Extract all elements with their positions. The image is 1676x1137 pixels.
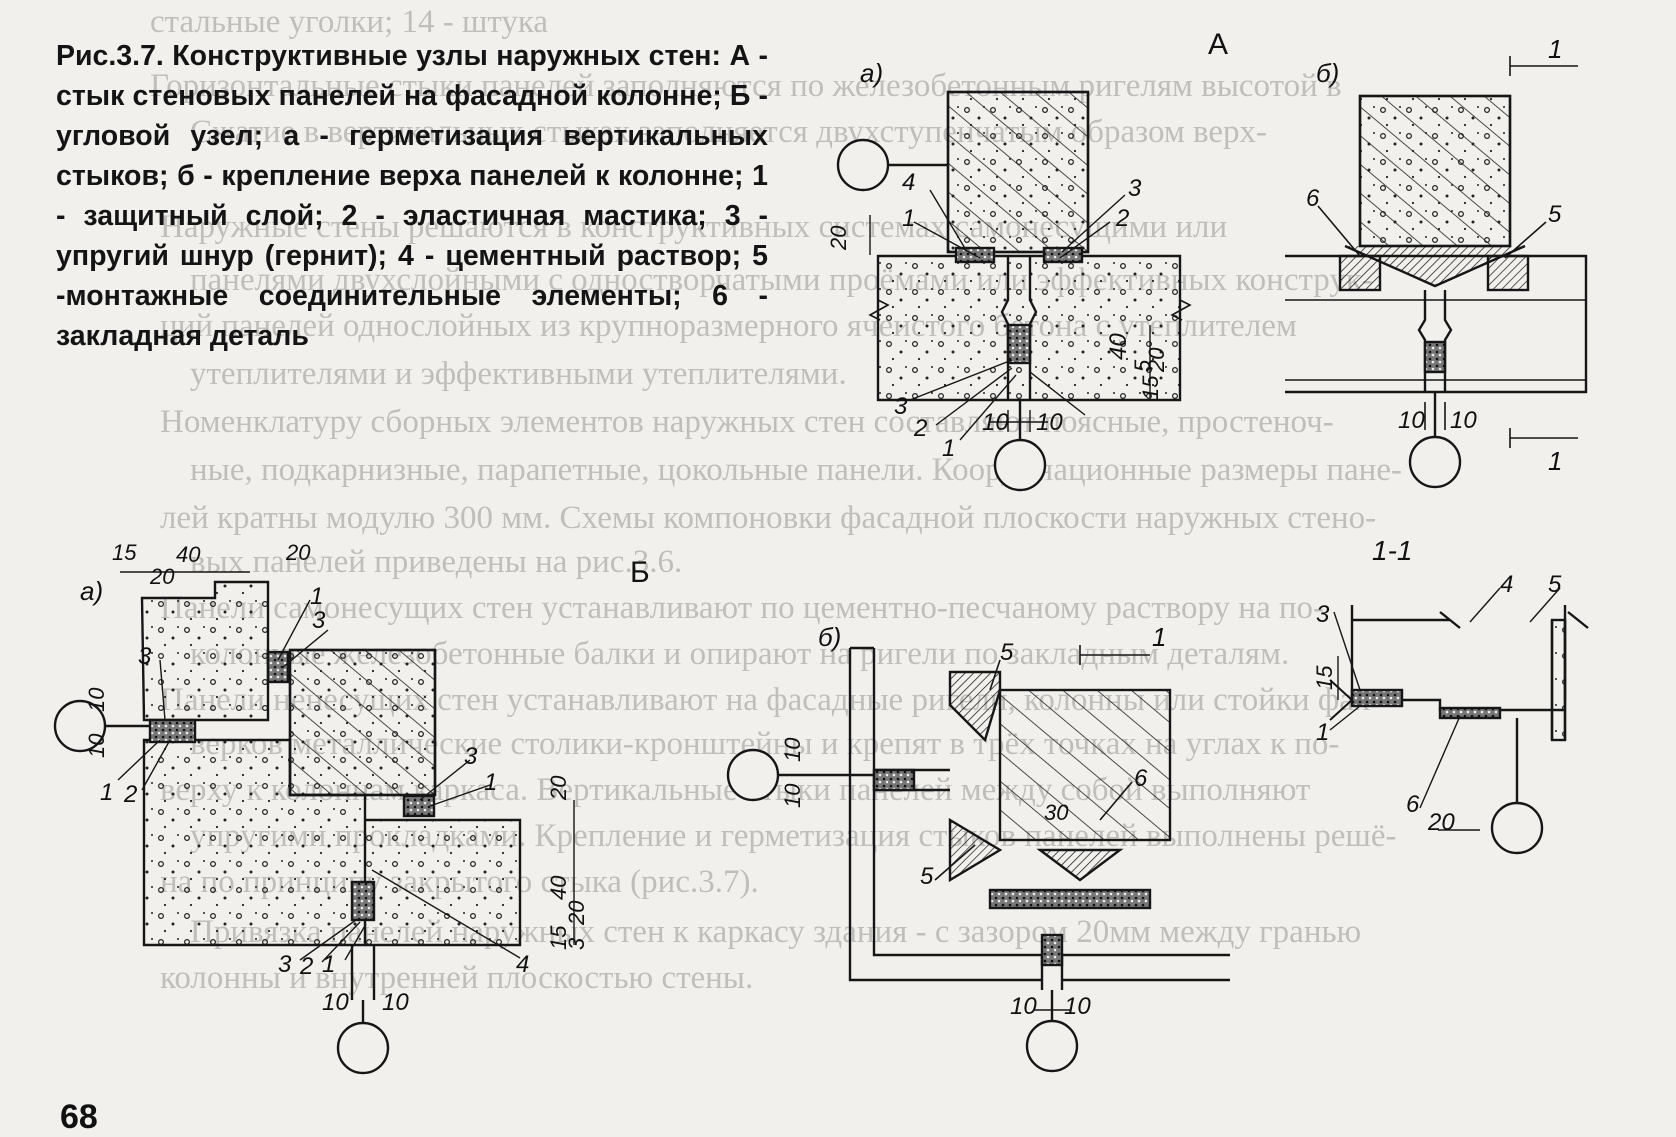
labels-A-a: А а) 4 3 1 2 20 40 15 5 20 3 2 1 10 10 [826, 28, 1228, 462]
dim-20-1-1: 20 [1427, 809, 1455, 836]
leader-3b-B-a: 3 [138, 643, 152, 670]
page-number: 68 [60, 1098, 98, 1136]
leader-1b-A-a: 1 [942, 435, 955, 462]
leader-6-B-b: 6 [1134, 765, 1148, 792]
leader-3-1-1: 3 [1316, 601, 1330, 628]
dim-10b-B-a: 10 [84, 733, 109, 758]
dim-20b-B-a: 20 [285, 540, 311, 565]
leader-2-A-a: 2 [1115, 205, 1129, 232]
dim-20d-B-a: 20 [564, 900, 589, 926]
leader-5-1-1: 5 [1548, 571, 1562, 598]
leader-1d-B-a: 1 [484, 769, 497, 796]
dim-15b-B-a: 15 [546, 925, 571, 950]
dim-30-B-b: 30 [1044, 800, 1069, 825]
detail-A-a [836, 90, 1192, 492]
figure-caption: Рис.3.7. Конструктивные узлы наружных ст… [56, 36, 768, 356]
dim-5-A-a: 5 [1130, 359, 1155, 372]
dim-20-A-a: 20 [826, 225, 851, 251]
labels-A-b: б) 1 1 6 5 10 10 [1306, 34, 1562, 476]
dim-15-A-a: 15 [1138, 375, 1163, 400]
caption-title: Рис.3.7. Конструктивные узлы наружных ст… [56, 40, 721, 72]
dim-10b-A-a: 10 [1036, 409, 1063, 436]
leader-5b-B-b: 5 [920, 863, 934, 890]
leader-1-A-a: 1 [902, 205, 915, 232]
leader-4-1-1: 4 [1500, 571, 1513, 598]
axis-marker-A-b [1408, 435, 1462, 489]
dim-10-B-b: 10 [780, 737, 805, 762]
leader-1e-B-a: 1 [322, 951, 335, 978]
dim-40b-B-a: 40 [546, 875, 571, 900]
dim-10b-A-b: 10 [1450, 407, 1477, 434]
detail-B-a [53, 571, 575, 1075]
section-1-1-label: 1-1 [1372, 535, 1412, 566]
dim-15-1-1: 15 [1312, 665, 1337, 690]
dim-10-B-a: 10 [84, 687, 109, 712]
cut-mark-top-A: 1 [1548, 34, 1562, 64]
dim-10-A-b: 10 [1398, 407, 1425, 434]
leader-6-1-1: 6 [1406, 791, 1420, 818]
leader-1c-B-a: 1 [100, 779, 113, 806]
axis-marker-B-b-left [726, 748, 780, 802]
labels-B-a: Б а) 15 20 40 20 1 3 3 10 10 1 2 3 1 20 … [80, 540, 650, 1016]
dim-20c-B-a: 20 [546, 775, 571, 801]
dim-20-B-a: 20 [149, 564, 175, 589]
axis-marker-1-1 [1490, 801, 1544, 855]
labels-1-1: 1-1 4 5 3 15 1 6 20 [1312, 535, 1562, 836]
leader-3c-B-a: 3 [464, 743, 478, 770]
detail-B-b [726, 645, 1230, 1073]
leader-4-B-a: 4 [516, 951, 529, 978]
section-A-label: А [1208, 28, 1228, 61]
sub-b-label-A: б) [1316, 58, 1339, 88]
detail-A-b [1285, 56, 1588, 489]
axis-marker-A-a-left [836, 138, 890, 192]
axis-marker-B-b-bottom [1025, 1019, 1079, 1073]
dim-40-B-a: 40 [176, 542, 201, 567]
section-B-label: Б [630, 556, 650, 589]
dim-10d-B-b: 10 [1064, 993, 1091, 1020]
cut-mark-bottom-A: 1 [1548, 446, 1562, 476]
cut-mark-B: 1 [1152, 622, 1166, 652]
dim-10-A-a: 10 [982, 409, 1009, 436]
sub-a-label-B: а) [80, 576, 103, 606]
dim-15-B-a: 15 [112, 540, 137, 565]
dim-40-A-a: 40 [1105, 333, 1132, 360]
leader-1-B-a: 1 [310, 583, 323, 610]
dim-10b-B-b: 10 [780, 783, 805, 808]
leader-2b-B-a: 2 [299, 953, 313, 980]
leader-3b-A-a: 3 [894, 393, 908, 420]
labels-B-b: б) 1 5 10 10 6 30 5 10 10 [780, 622, 1166, 1020]
leader-3d-B-a: 3 [278, 951, 292, 978]
axis-marker-A-a-bottom [993, 438, 1047, 492]
sub-b-label-B: б) [818, 622, 841, 652]
dim-10c-B-b: 10 [1010, 993, 1037, 1020]
dim-20b-A-a: 20 [1144, 347, 1169, 373]
leader-2b-A-a: 2 [913, 415, 927, 442]
axis-marker-B-a-bottom [336, 1021, 390, 1075]
dim-3-B-a: 3 [564, 937, 589, 950]
leader-5-A-b: 5 [1548, 201, 1562, 228]
dim-10d-B-a: 10 [382, 989, 409, 1016]
corner-column-B-b [998, 688, 1172, 842]
leader-4-A-a: 4 [902, 169, 915, 196]
leader-6-A-b: 6 [1306, 185, 1320, 212]
dim-10c-B-a: 10 [322, 989, 349, 1016]
leader-5-B-b: 5 [1000, 639, 1014, 666]
leader-3-A-a: 3 [1128, 175, 1142, 202]
leader-3-B-a: 3 [312, 607, 326, 634]
detail-1-1 [1329, 587, 1589, 855]
leader-1-1-1: 1 [1316, 719, 1329, 746]
leader-2-B-a: 2 [123, 781, 137, 808]
caption-text: А - стык стеновых панелей на фасадной ко… [56, 40, 768, 352]
sub-a-label-A: а) [860, 58, 883, 88]
